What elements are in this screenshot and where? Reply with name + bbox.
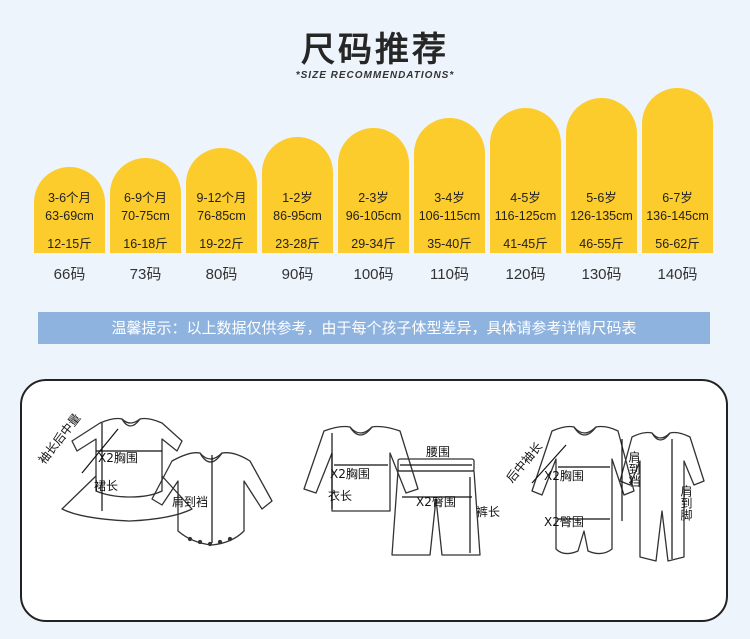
label-romper-crotch: 肩到裆 [627,451,641,487]
size-bar-1: 6-9个月 70-75cm 16-18斤 [110,158,181,253]
size-height-text: 76-85cm [197,209,246,223]
size-weight-text: 56-62斤 [655,237,700,251]
size-bar-fill [642,88,713,253]
size-height-text: 86-95cm [273,209,322,223]
pants-illustration [391,458,481,556]
size-weight-text: 41-45斤 [503,237,548,251]
size-bar-fill [566,98,637,253]
measurement-diagram: 袖长后中量 X2胸围 裙长 肩到裆 X2胸围 衣长 腰围 X2臀围 裤长 后中袖… [20,379,728,622]
size-age-text: 5-6岁 [586,191,617,205]
size-bar-fill [262,137,333,253]
size-label: 80码 [205,266,238,283]
size-bar-2: 9-12个月 76-85cm 19-22斤 [186,148,257,253]
size-bar-3: 1-2岁 86-95cm 23-28斤 [262,137,333,253]
size-bar-4: 2-3岁 96-105cm 29-34斤 [338,128,409,253]
garment-illustrations [61,417,705,562]
size-age-text: 6-9个月 [123,191,168,205]
size-label: 90码 [281,266,314,283]
size-height-text: 116-125cm [494,209,557,223]
size-label: 66码 [53,266,86,283]
size-age-text: 4-5岁 [510,191,541,205]
page-title: 尺码推荐 [301,30,449,70]
label-romper-foot: 肩到脚 [679,485,693,521]
size-chart: 3-6个月 63-69cm 12-15斤 66码 6-9个月 70-75cm 16-18斤 7… [0,0,750,290]
label-hip: X2臀围 [416,495,456,509]
size-weight-text: 12-15斤 [47,237,92,251]
size-height-text: 70-75cm [121,209,170,223]
size-weight-text: 29-34斤 [351,237,396,251]
size-bar-7: 5-6岁 126-135cm 46-55斤 [566,98,637,253]
size-age-text: 9-12个月 [196,191,247,205]
size-bar-fill [414,118,485,253]
size-height-text: 126-135cm [570,209,633,223]
size-bar-fill [490,108,561,253]
size-height-text: 96-105cm [345,209,402,223]
label-dress-chest: X2胸围 [98,451,138,465]
size-label: 130码 [581,266,622,283]
size-weight-text: 35-40斤 [427,237,472,251]
size-label: 73码 [129,266,162,283]
size-bar-8: 6-7岁 136-145cm 56-62斤 [642,88,713,253]
size-label: 100码 [353,266,394,283]
size-bar-6: 4-5岁 116-125cm 41-45斤 [490,108,561,253]
size-label: 140码 [657,266,698,283]
size-bar-fill [34,167,105,253]
size-bar-fill [338,128,409,253]
size-age-text: 6-7岁 [662,191,693,205]
size-age-text: 3-4岁 [434,191,465,205]
size-bar-fill [186,148,257,253]
size-age-text: 1-2岁 [282,191,313,205]
label-bodysuit-crotch: 肩到裆 [172,495,209,509]
tip-banner: 温馨提示：以上数据仅供参考，由于每个孩子体型差异，具体请参考详情尺码表 [38,312,710,344]
size-bar-0: 3-6个月 63-69cm 12-15斤 [34,167,105,253]
page-subtitle: *SIZE RECOMMENDATIONS* [295,70,455,81]
label-pants-length: 裤长 [476,505,501,519]
size-bar-fill [110,158,181,253]
romper-illustration-1 [531,425,635,555]
label-romper-chest: X2胸围 [544,469,584,483]
size-weight-text: 19-22斤 [199,237,244,251]
size-label: 110码 [430,266,469,283]
bodysuit-illustration [151,452,273,547]
label-top-chest: X2胸围 [330,467,370,481]
size-weight-text: 23-28斤 [275,237,320,251]
label-romper-hip: X2臀围 [544,515,584,529]
label-waist: 腰围 [426,445,451,459]
label-top-length: 衣长 [328,489,353,503]
size-bar-5: 3-4岁 106-115cm 35-40斤 [414,118,485,253]
size-age-text: 2-3岁 [358,191,389,205]
dress-illustration [61,417,193,522]
size-height-text: 106-115cm [418,209,481,223]
label-dress-length: 裙长 [94,479,119,493]
size-age-text: 3-6个月 [47,191,92,205]
size-height-text: 63-69cm [45,209,94,223]
romper-illustration-2 [619,431,705,562]
size-label: 120码 [505,266,546,283]
size-weight-text: 46-55斤 [579,237,624,251]
size-height-text: 136-145cm [646,209,709,223]
size-weight-text: 16-18斤 [123,237,168,251]
